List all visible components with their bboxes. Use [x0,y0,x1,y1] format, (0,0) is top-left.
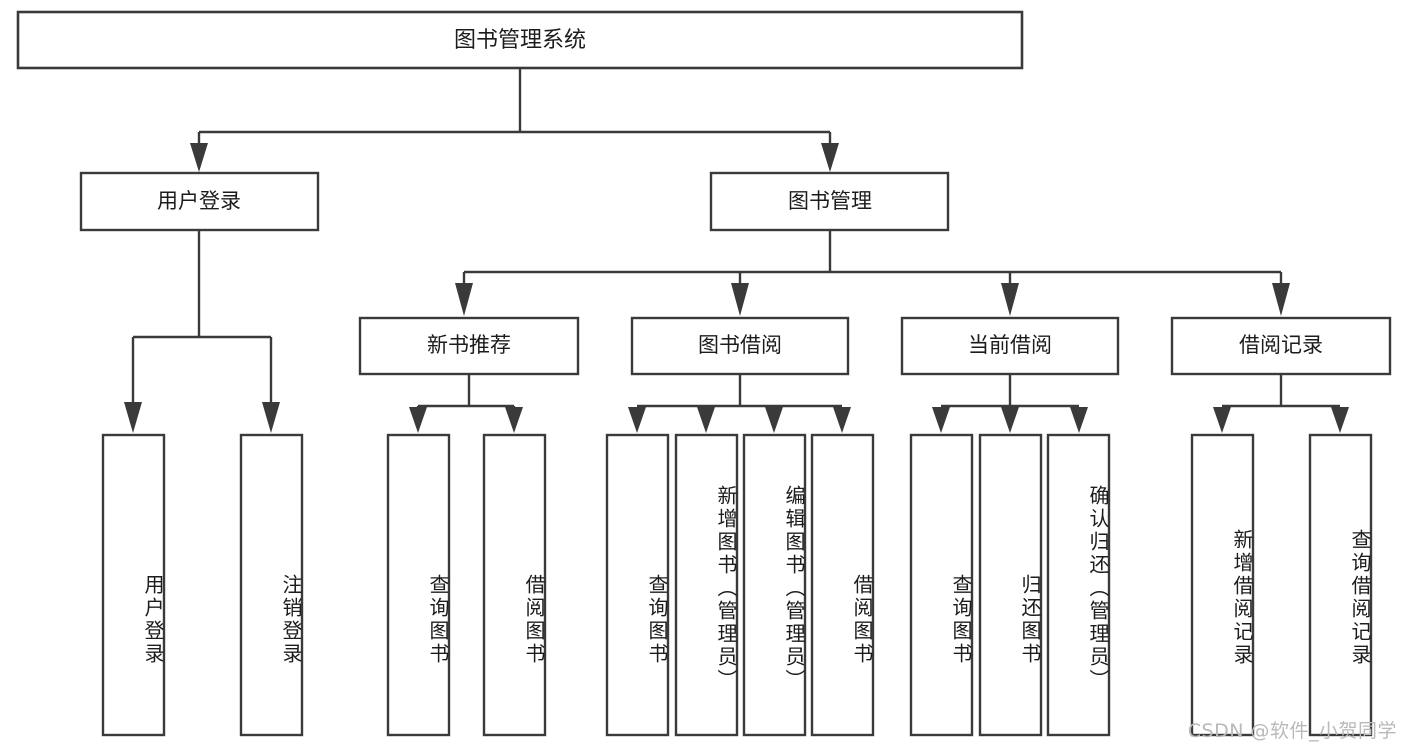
arrow-head-borrow-1 [628,407,646,433]
arrow-head-current-1 [932,407,950,433]
watermark-text: CSDN @软件_小贺同学 [1187,720,1397,742]
leaf-box-current-3[interactable] [1046,433,1111,737]
current-borrow-box [900,316,1120,376]
leaf-box-user-login-1[interactable] [101,433,166,737]
arrow-head-userlogin-2 [262,402,280,433]
leaf-box-borrow-2[interactable] [674,433,739,737]
book-borrow-box [630,316,850,376]
book-borrow-label: 图书借阅 [698,333,782,357]
node-new-book-recommend[interactable]: 新书推荐 [358,316,580,376]
arrow-head-record-1 [1213,407,1231,433]
root-box [16,10,1024,70]
arrow-head-current-2 [1001,407,1019,433]
arrow-head-borrow-2 [697,407,715,433]
arrow-head-record-2 [1331,407,1349,433]
borrow-record-box [1170,316,1392,376]
node-book-management[interactable]: 图书管理 [709,171,950,232]
node-root[interactable]: 图书管理系统 [16,10,1024,70]
arrow-head-level2-1 [190,143,208,172]
leaf-box-record-2[interactable] [1308,433,1373,737]
leaf-box-recommend-2[interactable] [482,433,547,737]
root-label: 图书管理系统 [454,28,586,53]
new-book-recommend-label: 新书推荐 [427,333,511,357]
arrow-head-level3-3 [1001,283,1019,316]
arrow-head-recommend-2 [505,407,523,433]
arrow-head-recommend-1 [409,407,427,433]
arrow-head-level2-2 [821,143,839,172]
node-user-login[interactable]: 用户登录 [79,171,320,232]
leaf-box-current-2[interactable] [978,433,1043,737]
arrow-head-level3-4 [1272,283,1290,316]
leaf-box-recommend-1[interactable] [386,433,451,737]
arrow-head-level3-2 [731,283,749,316]
current-borrow-label: 当前借阅 [968,333,1052,357]
arrow-head-borrow-3 [765,407,783,433]
node-current-borrow[interactable]: 当前借阅 [900,316,1120,376]
leaf-box-borrow-4[interactable] [810,433,875,737]
leaf-box-record-1[interactable] [1190,433,1255,737]
arrow-head-userlogin-1 [124,402,142,433]
leaf-box-borrow-3[interactable] [742,433,807,737]
arrow-head-level3-1 [455,283,473,316]
arrow-head-current-3 [1070,407,1088,433]
node-borrow-record[interactable]: 借阅记录 [1170,316,1392,376]
book-management-box [709,171,950,232]
arrow-head-borrow-4 [833,407,851,433]
node-book-borrow[interactable]: 图书借阅 [630,316,850,376]
user-login-label: 用户登录 [157,189,241,213]
leaf-box-current-1[interactable] [909,433,974,737]
borrow-record-label: 借阅记录 [1239,333,1323,357]
leaf-box-borrow-1[interactable] [605,433,670,737]
new-book-recommend-box [358,316,580,376]
book-management-label: 图书管理 [788,189,872,213]
leaf-box-user-login-2[interactable] [239,433,304,737]
